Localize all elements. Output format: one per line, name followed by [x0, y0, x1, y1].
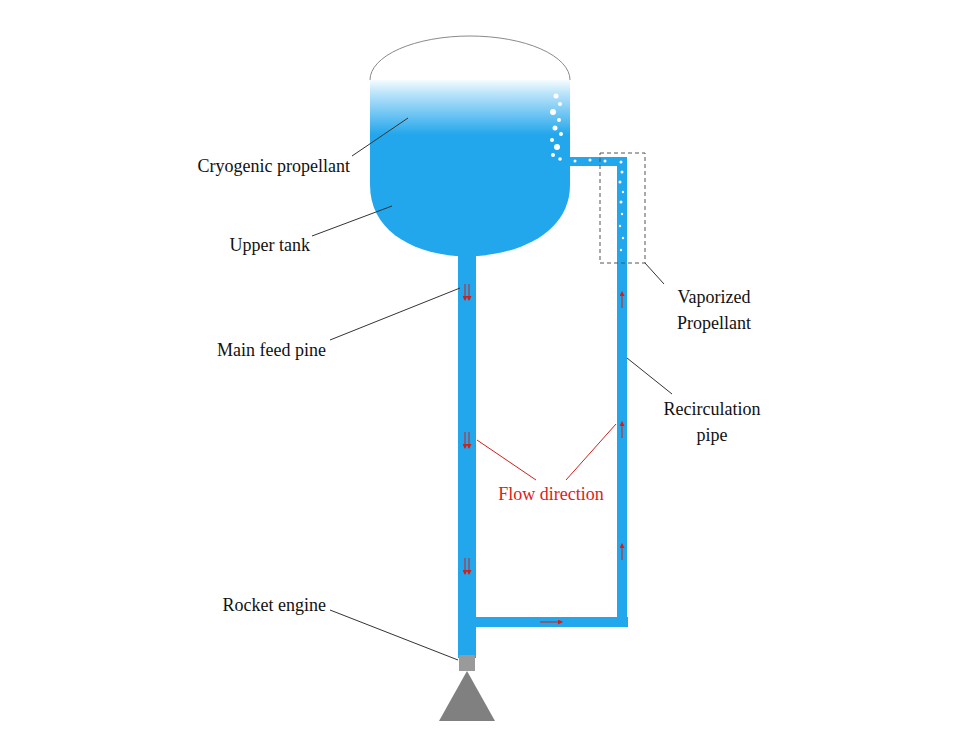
vapor-bubbles	[550, 94, 624, 252]
tank-label: Upper tank	[230, 232, 310, 258]
main-feed-pipe	[458, 250, 476, 658]
pipe-label: Main feed pine	[217, 337, 326, 363]
rocket-engine-nozzle	[439, 671, 495, 721]
engine-throat	[459, 655, 475, 671]
return-pipe	[566, 157, 627, 166]
engine-label: Rocket engine	[223, 592, 326, 618]
upper-tank	[370, 80, 570, 256]
vapor-label: Vaporized Propellant	[659, 284, 769, 336]
flow-label: Flow direction	[498, 481, 604, 507]
flow-arrows	[465, 284, 622, 622]
recirculation-pipe	[617, 158, 627, 627]
pipe-label: Recirculation pipe	[647, 396, 777, 448]
bottom-pipe	[458, 617, 628, 627]
tank-dome	[370, 36, 570, 80]
flow-leader-lines	[477, 424, 616, 480]
leader-lines	[312, 118, 672, 660]
vapor-region-box	[600, 153, 645, 263]
tank-contents-label: Cryogenic propellant	[198, 153, 350, 179]
